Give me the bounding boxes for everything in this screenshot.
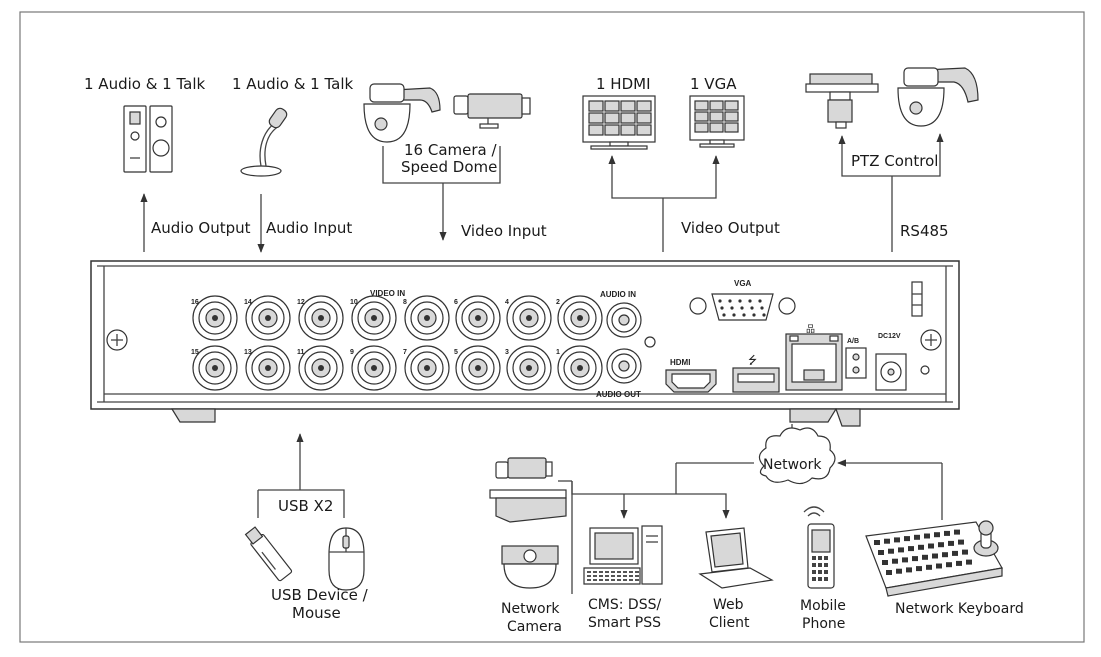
usb-drive-icon	[244, 526, 293, 582]
network-camera-label-2: Camera	[507, 619, 562, 635]
video-in-channel-number: 14	[244, 299, 252, 306]
smart-pss-label: Smart PSS	[588, 615, 661, 631]
audio-in-panel-label: AUDIO IN	[600, 290, 636, 299]
video-in-channel-number: 2	[556, 299, 560, 306]
screw-icon	[106, 329, 128, 351]
vga-panel-label: VGA	[734, 279, 752, 288]
network-keyboard-label: Network Keyboard	[895, 601, 1024, 617]
video-in-bnc-port	[351, 345, 397, 391]
web-client-label: Web	[713, 597, 744, 613]
video-in-bnc-port	[298, 345, 344, 391]
dc12v-panel-label: DC12V	[878, 333, 901, 340]
speed-dome-icon	[897, 67, 979, 127]
video-in-bnc-port	[245, 345, 291, 391]
phone-label: Phone	[802, 616, 845, 632]
audio-input-label: Audio Input	[266, 219, 352, 237]
monitor-icon	[582, 95, 656, 150]
video-in-channel-number: 4	[505, 299, 509, 306]
rs485-label: RS485	[900, 222, 949, 240]
audio-output-label: Audio Output	[151, 219, 251, 237]
video-in-channel-number: 6	[454, 299, 458, 306]
audio-in-port	[606, 302, 642, 338]
ptz-keyboard-icon	[865, 520, 1003, 597]
video-in-channel-number: 1	[556, 349, 560, 356]
usb-x2-label: USB X2	[278, 497, 333, 515]
ptz-control-label: PTZ Control	[851, 152, 938, 170]
bullet-camera-icon	[495, 457, 553, 479]
mouse-icon	[328, 527, 365, 591]
video-in-bnc-port	[557, 345, 603, 391]
hdmi-port	[665, 369, 717, 393]
hdmi-panel-label: HDMI	[670, 358, 690, 367]
rs485-port	[845, 347, 867, 379]
microphone-icon	[240, 107, 288, 177]
video-input-label: Video Input	[461, 222, 547, 240]
video-in-panel-label: VIDEO IN	[370, 289, 405, 298]
video-in-bnc-port	[192, 295, 238, 341]
web-client-label-2: Client	[709, 615, 750, 631]
video-in-bnc-port	[557, 295, 603, 341]
screw-icon	[920, 329, 942, 351]
video-in-channel-number: 13	[244, 349, 252, 356]
video-in-channel-number: 11	[297, 349, 305, 356]
audio-out-port	[606, 348, 642, 384]
video-in-bnc-port	[404, 345, 450, 391]
svg-text:品: 品	[806, 324, 815, 335]
bullet-camera-icon	[453, 93, 531, 129]
video-in-bnc-port	[506, 295, 552, 341]
cms-label: CMS: DSS/	[588, 597, 661, 613]
hdmi-label: 1 HDMI	[596, 75, 651, 93]
network-camera-label: Network	[501, 601, 560, 617]
video-in-bnc-port	[192, 345, 238, 391]
mobile-label: Mobile	[800, 598, 846, 614]
video-in-channel-number: 7	[403, 349, 407, 356]
audio-out-panel-label: AUDIO OUT	[596, 390, 641, 399]
speed-dome-icon	[363, 83, 441, 143]
svg-text:⭍: ⭍	[748, 354, 757, 367]
video-in-bnc-port	[506, 345, 552, 391]
video-in-channel-number: 8	[403, 299, 407, 306]
video-in-bnc-port	[404, 295, 450, 341]
camera-label: 16 Camera /	[404, 141, 497, 159]
audio-talk-label-right: 1 Audio & 1 Talk	[232, 75, 354, 93]
lan-port: 品	[785, 324, 843, 391]
video-in-channel-number: 10	[350, 299, 358, 306]
speaker-icon	[123, 105, 173, 173]
video-in-channel-number: 12	[297, 299, 305, 306]
ab-panel-label: A/B	[847, 338, 859, 345]
vga-port	[689, 293, 796, 321]
dome-camera-icon	[501, 545, 559, 589]
video-in-bnc-port	[455, 345, 501, 391]
mobile-phone-icon	[803, 506, 835, 589]
bullet-camera-icon	[805, 73, 879, 129]
video-in-channel-number: 3	[505, 349, 509, 356]
computer-icon	[583, 525, 663, 585]
usb-device-label: USB Device /	[271, 586, 369, 604]
box-camera-icon	[489, 489, 567, 523]
monitor-icon	[689, 95, 745, 148]
video-in-bnc-port	[298, 295, 344, 341]
audio-talk-label-left: 1 Audio & 1 Talk	[84, 75, 206, 93]
mouse-label: Mouse	[292, 604, 341, 622]
video-in-channel-number: 5	[454, 349, 458, 356]
video-in-channel-number: 15	[191, 349, 199, 356]
video-in-bnc-port	[351, 295, 397, 341]
vga-label: 1 VGA	[690, 75, 737, 93]
video-in-bnc-port	[455, 295, 501, 341]
usb-port: ⭍	[732, 354, 780, 393]
video-in-channel-number: 16	[191, 299, 199, 306]
video-output-label: Video Output	[681, 219, 780, 237]
laptop-icon	[698, 527, 774, 589]
video-in-bnc-port	[245, 295, 291, 341]
cloud-icon	[758, 427, 836, 485]
network-label: Network	[763, 457, 822, 473]
speed-dome-label: Speed Dome	[401, 158, 497, 176]
video-in-channel-number: 9	[350, 349, 354, 356]
power-port	[875, 353, 907, 391]
